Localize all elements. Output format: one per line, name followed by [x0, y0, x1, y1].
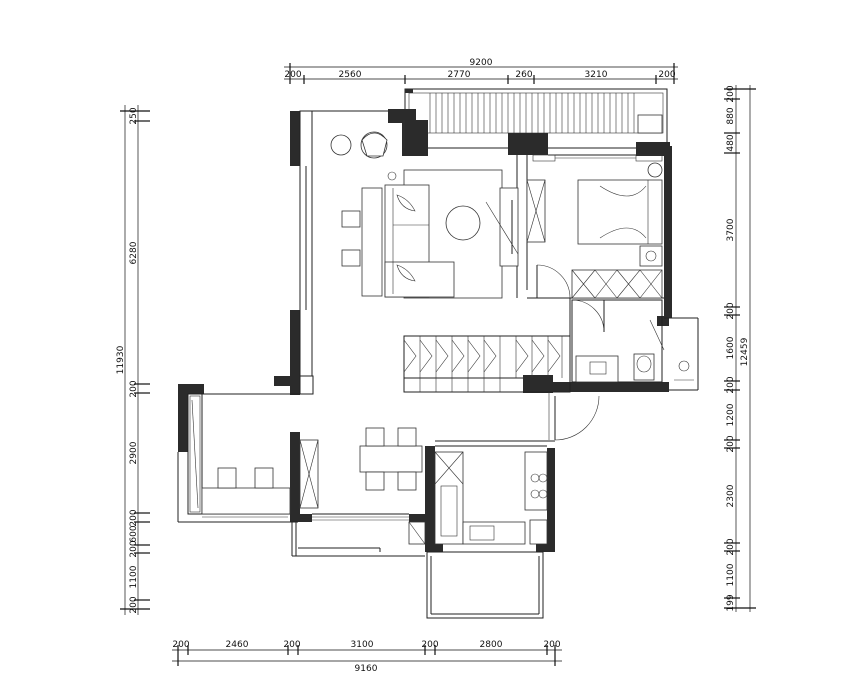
- stove-burner-4: [538, 489, 548, 499]
- left-dimension-chain: 11930 250 6280 200 2900 200 600 200 1100…: [116, 105, 150, 615]
- study-chair-2: [254, 467, 274, 489]
- dining-table: [359, 445, 423, 473]
- dim-left-6: 600: [129, 525, 139, 542]
- dim-bottom-5: 200: [421, 640, 438, 650]
- toilet: [633, 353, 655, 381]
- console-table: [361, 187, 383, 297]
- walls: [178, 109, 672, 552]
- dim-bottom-6: 2800: [480, 640, 503, 650]
- dim-right-3: 480: [726, 134, 736, 151]
- dim-bottom-7: 200: [543, 640, 560, 650]
- dim-top-5: 3210: [585, 70, 608, 80]
- bathroom-fixtures: [571, 299, 694, 383]
- dim-bottom-4: 3100: [351, 640, 374, 650]
- dim-top-total: 9200: [470, 58, 493, 68]
- coffee-table: [445, 205, 481, 241]
- dim-bottom-1: 200: [172, 640, 189, 650]
- bedroom-closet: [571, 269, 663, 299]
- right-dimension-chain: 200 880 480 3700 200 1600 200 1200 200 2…: [724, 85, 756, 612]
- dining-chair-1: [365, 427, 385, 447]
- staircase: [403, 335, 571, 393]
- tv-cabinet: [499, 187, 519, 267]
- dim-left-7: 200: [129, 540, 139, 557]
- dim-left-5: 200: [129, 509, 139, 526]
- dim-bottom-total: 9160: [355, 664, 378, 674]
- window-lines: [202, 120, 409, 521]
- dim-right-5: 200: [726, 302, 736, 319]
- floor-drain: [678, 360, 690, 372]
- nightstand-1: [639, 245, 663, 267]
- dim-top-6: 200: [658, 70, 675, 80]
- dim-left-3: 200: [129, 380, 139, 397]
- lounge-chair-round: [330, 134, 352, 156]
- dim-bottom-2: 2460: [226, 640, 249, 650]
- dim-right-12: 1100: [726, 563, 736, 586]
- dim-left-8: 1100: [129, 565, 139, 588]
- dim-left-1: 250: [129, 107, 139, 124]
- nightstand-lamp: [647, 162, 663, 178]
- kitchen-sink: [469, 525, 495, 541]
- stool-1: [341, 210, 361, 228]
- dining-chair-4: [397, 471, 417, 491]
- dim-left-total: 11930: [116, 345, 126, 374]
- dim-top-1: 200: [284, 70, 301, 80]
- dim-right-total: 12459: [740, 337, 750, 366]
- dim-right-9: 200: [726, 435, 736, 452]
- living-room-furniture: [330, 131, 519, 299]
- dining-furniture: [189, 395, 426, 545]
- top-dimension-chain: 9200 200 2560 2770 260 3210 200: [284, 58, 678, 84]
- kitchen-counter: [524, 451, 548, 511]
- dining-chair-3: [365, 471, 385, 491]
- dim-right-11: 200: [726, 538, 736, 555]
- kitchen-fixtures: [434, 392, 600, 545]
- dim-left-9: 200: [129, 596, 139, 613]
- dim-right-10: 2300: [726, 484, 736, 507]
- stool-2: [341, 249, 361, 267]
- stove-burner-2: [538, 473, 548, 483]
- balcony-cabinet: [637, 114, 663, 134]
- dim-right-4: 3700: [726, 218, 736, 241]
- study-desk: [201, 487, 291, 515]
- dim-right-2: 880: [726, 107, 736, 124]
- kitchen-tall-cabinet: [434, 451, 464, 545]
- dim-top-3: 2770: [448, 70, 471, 80]
- dim-left-4: 2900: [129, 441, 139, 464]
- dim-left-2: 6280: [129, 241, 139, 264]
- dim-right-6: 1600: [726, 336, 736, 359]
- bed: [577, 179, 663, 245]
- dim-top-4: 260: [515, 70, 532, 80]
- study-chair-1: [217, 467, 237, 489]
- sofa-chaise: [384, 261, 455, 298]
- dim-right-7: 200: [726, 376, 736, 393]
- dim-top-2: 2560: [339, 70, 362, 80]
- dim-right-8: 1200: [726, 403, 736, 426]
- dim-bottom-3: 200: [283, 640, 300, 650]
- bedroom-furniture: [526, 154, 663, 299]
- dim-right-1: 200: [726, 85, 736, 102]
- outline-lines: [177, 110, 699, 619]
- bathroom-vanity: [575, 355, 619, 383]
- dining-chair-2: [397, 427, 417, 447]
- bottom-dimension-chain: 200 2460 200 3100 200 2800 200 9160: [172, 640, 562, 674]
- dim-right-13: 199: [726, 594, 736, 611]
- kitchen-appliance: [529, 519, 548, 545]
